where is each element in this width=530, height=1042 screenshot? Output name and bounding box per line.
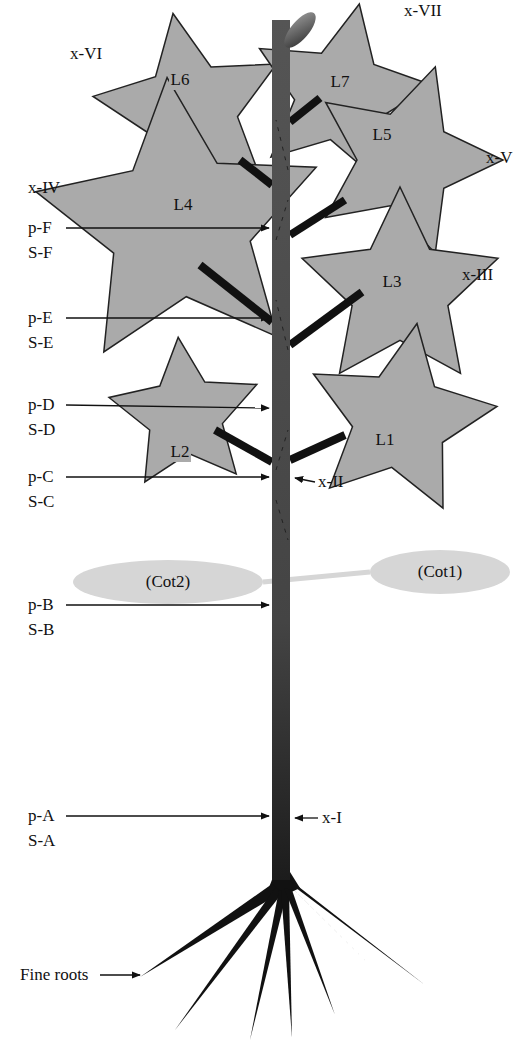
leaf: L6 bbox=[90, 10, 290, 210]
label-anchor: S-E bbox=[28, 333, 54, 353]
vascular-trace bbox=[276, 120, 288, 540]
leader-arrows bbox=[66, 228, 318, 975]
label-anchor: Fine roots bbox=[20, 965, 88, 985]
cotyledon-label: (Cot2) bbox=[146, 572, 190, 592]
label-anchor: S-B bbox=[28, 620, 54, 640]
apical-bud bbox=[279, 7, 321, 52]
label-anchor: x-II bbox=[318, 472, 343, 492]
part-label: S-E bbox=[28, 333, 54, 352]
label-anchor: x-III bbox=[462, 265, 493, 285]
label-anchor: x-I bbox=[322, 808, 342, 828]
label-anchor: p-E bbox=[28, 308, 53, 328]
label-anchor: p-D bbox=[28, 395, 54, 415]
part-label: x-VII bbox=[404, 1, 442, 20]
leaf: L3 bbox=[295, 185, 505, 395]
label-anchor: p-F bbox=[28, 218, 52, 238]
label-anchor: S-F bbox=[28, 243, 53, 263]
part-label: x-IV bbox=[28, 178, 60, 197]
leaf-label: L2 bbox=[169, 442, 192, 462]
stem bbox=[272, 20, 290, 880]
part-label: x-VI bbox=[70, 44, 102, 63]
cotyledon-label: (Cot1) bbox=[418, 562, 462, 582]
label-anchor: x-V bbox=[486, 148, 512, 168]
roots bbox=[140, 872, 425, 1040]
part-label: x-II bbox=[318, 472, 343, 491]
label-anchor: x-VII bbox=[404, 1, 442, 21]
part-label: x-III bbox=[462, 265, 493, 284]
leaf-label: L4 bbox=[172, 195, 195, 215]
label-anchor: x-VI bbox=[70, 44, 102, 64]
leaf: L7 bbox=[245, 0, 435, 190]
part-label: p-D bbox=[28, 395, 54, 414]
part-label: p-E bbox=[28, 308, 53, 327]
part-label: S-B bbox=[28, 620, 54, 639]
leaf-label: L1 bbox=[374, 430, 397, 450]
leaf-shape bbox=[245, 0, 435, 190]
label-anchor: x-IV bbox=[28, 178, 60, 198]
part-label: Fine roots bbox=[20, 965, 88, 984]
part-label: S-D bbox=[28, 420, 55, 439]
label-anchor: S-D bbox=[28, 420, 55, 440]
label-anchor: S-A bbox=[28, 831, 55, 851]
part-label: S-F bbox=[28, 243, 53, 262]
leaf-label: L6 bbox=[169, 70, 192, 90]
leaf-label: L3 bbox=[381, 272, 404, 292]
part-label: x-I bbox=[322, 808, 342, 827]
label-anchor: p-B bbox=[28, 595, 54, 615]
leaf-label: L5 bbox=[371, 125, 394, 145]
leaf-label: L7 bbox=[329, 72, 352, 92]
label-anchor: p-A bbox=[28, 806, 54, 826]
part-label: S-C bbox=[28, 492, 54, 511]
leaf-shape bbox=[30, 75, 330, 375]
cotyledon: (Cot2) bbox=[73, 560, 263, 604]
leaf: L4 bbox=[30, 75, 330, 375]
part-label: p-B bbox=[28, 595, 54, 614]
leaf-shape bbox=[90, 10, 290, 210]
label-anchor: S-C bbox=[28, 492, 54, 512]
part-label: p-A bbox=[28, 806, 54, 825]
leaf: L2 bbox=[105, 335, 265, 495]
part-label: p-C bbox=[28, 467, 54, 486]
cotyledon: (Cot1) bbox=[370, 550, 510, 594]
part-label: x-V bbox=[486, 148, 512, 167]
part-label: p-F bbox=[28, 218, 52, 237]
label-anchor: p-C bbox=[28, 467, 54, 487]
part-label: S-A bbox=[28, 831, 55, 850]
leaf-shape bbox=[105, 335, 265, 495]
